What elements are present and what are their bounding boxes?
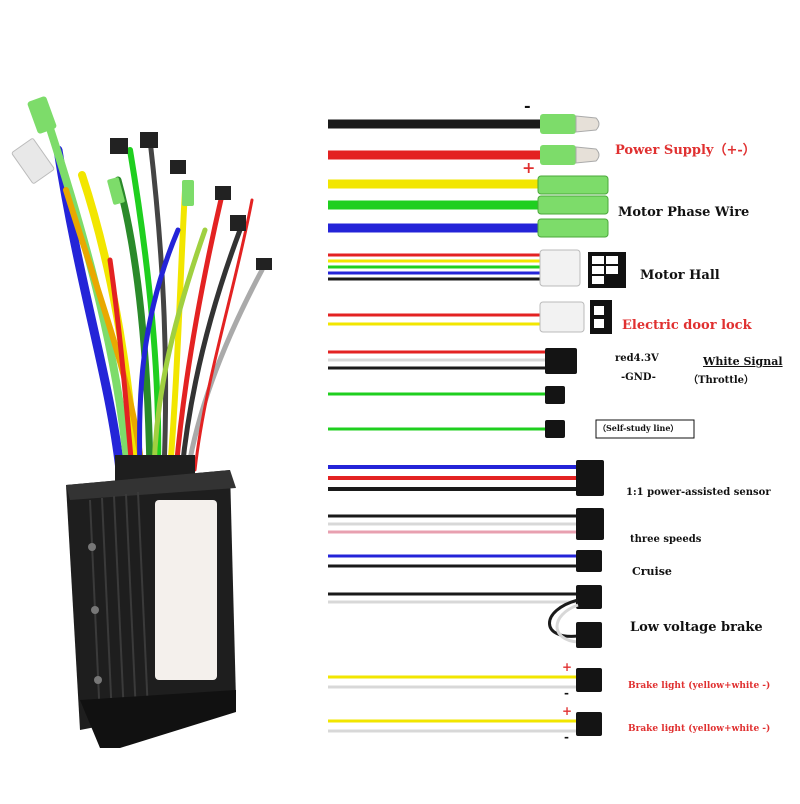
low-brake-connector-2: [576, 622, 602, 648]
label-low-brake: Low voltage brake: [630, 620, 763, 635]
low-brake-group: [328, 585, 602, 648]
label-brake-light-1: Brake light (yellow+white -): [628, 681, 771, 691]
wire-legend: [328, 114, 695, 736]
throttle-connector: [545, 348, 577, 374]
label-power-supply: Power Supply（+-）: [615, 143, 756, 158]
label-throttle: （Throttle）: [688, 375, 755, 386]
brake-light-2-connector: [576, 712, 602, 736]
label-motor-phase: Motor Phase Wire: [618, 205, 750, 220]
label-cruise: Cruise: [632, 565, 672, 578]
bullet-connector-red: [540, 145, 600, 165]
polarity-minus-brake-1: -: [564, 686, 569, 700]
self-study-group: [328, 419, 695, 439]
label-motor-hall: Motor Hall: [640, 268, 720, 283]
hall-connector: [539, 249, 581, 287]
controller-body: [66, 455, 236, 748]
label-gnd: -GND-: [621, 372, 656, 383]
wire-bundle: [40, 106, 265, 475]
hall-pin-diagram: [588, 252, 626, 288]
brake-light-1-connector: [576, 668, 602, 692]
brake-light-2-group: [328, 712, 602, 736]
green-wire-group: [328, 386, 565, 404]
motor-phase-group: [328, 175, 609, 238]
polarity-plus-brake-2: +: [562, 704, 573, 718]
label-red43v: red4.3V: [615, 353, 659, 364]
label-door-lock: Electric door lock: [622, 318, 752, 333]
three-speeds-group: [328, 508, 604, 540]
polarity-minus-brake-2: -: [564, 730, 569, 744]
bullet-connector-black: [540, 114, 600, 134]
power-supply-group: [328, 114, 600, 165]
pas-connector: [576, 460, 604, 496]
pas-group: [328, 460, 604, 496]
label-self-study: （Self-study line）: [598, 423, 679, 433]
motor-hall-group: [328, 249, 626, 288]
throttle-group: [328, 348, 577, 374]
door-lock-pin-diagram: [590, 300, 612, 334]
brake-light-1-group: [328, 668, 602, 692]
green-wire-connector: [545, 386, 565, 404]
door-lock-group: [328, 300, 612, 334]
polarity-plus-power: +: [522, 158, 536, 177]
label-white-signal: White Signal: [703, 355, 783, 368]
label-three-speeds: three speeds: [630, 534, 702, 545]
self-study-connector: [545, 420, 565, 438]
door-lock-connector: [539, 301, 585, 333]
three-speeds-connector: [576, 508, 604, 540]
label-brake-light-2: Brake light (yellow+white -): [628, 724, 771, 734]
cruise-connector: [576, 550, 602, 572]
polarity-plus-brake-1: +: [562, 660, 573, 674]
controller-photo: [11, 96, 272, 748]
low-brake-connector-1: [576, 585, 602, 609]
polarity-minus-power: -: [524, 96, 531, 115]
label-pas: 1:1 power-assisted sensor: [626, 487, 771, 498]
cruise-group: [328, 550, 602, 572]
bundle-connectors: [11, 96, 272, 270]
